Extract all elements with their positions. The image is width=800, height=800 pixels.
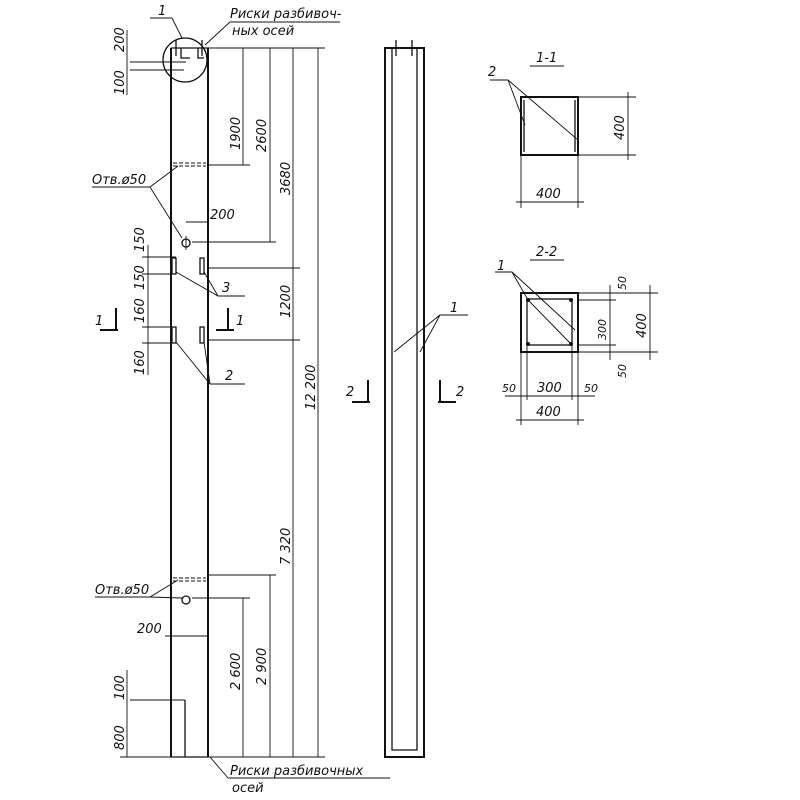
dim-hole-offset-top: 200 [210,208,235,223]
annotations: 1 Риски разбивоч- ных осей Отв.ø50 3 2 О… [92,4,390,796]
hole-bottom [181,595,191,605]
callout-3: 3 [222,281,230,296]
callout-1-top: 1 [158,4,166,19]
section-mark-2-right: 2 [456,385,464,400]
left-dimensions: 200 100 150 150 160 160 100 800 200 200 [113,27,260,758]
dim-160-a: 160 [133,298,148,323]
section-1-1-title: 1-1 [536,51,557,66]
marks-label-top: Риски разбивоч- [230,7,342,22]
dim-hole-offset-bottom: 200 [137,622,162,637]
dim-800: 800 [113,725,128,750]
section-mark-1-right: 1 [236,314,244,329]
dim-right-50-bottom: 50 [616,364,629,378]
callout-2-section: 2 [488,65,496,80]
marks-label-top-2: ных осей [232,24,294,39]
dim-2600: 2600 [255,119,270,152]
dim-3680: 3680 [279,162,294,195]
callout-1-section: 1 [497,259,505,274]
section-2-2-title: 2-2 [536,245,557,260]
section-mark-2-left: 2 [346,385,354,400]
marks-label-bottom: Риски разбивочных [230,764,364,779]
dim-bottom-400: 400 [536,405,561,420]
dim-150-b: 150 [133,265,148,290]
dim-1200: 1200 [279,285,294,318]
dim-2600-bottom: 2 600 [229,653,244,690]
section-2-2: 2-2 1 50 300 400 50 50 300 50 400 [495,245,658,425]
callout-2: 2 [225,369,233,384]
callout-1-side: 1 [450,301,458,316]
dim-100: 100 [113,70,128,95]
section-1-1: 1-1 2 400 400 [488,51,636,208]
dim-bottom-50-right: 50 [584,382,598,395]
dim-200: 200 [113,27,128,52]
dim-160-b: 160 [133,350,148,375]
detail-circle [162,37,208,83]
dim-right-300: 300 [596,319,609,340]
dim-1900: 1900 [229,117,244,150]
dim-right-50-top: 50 [616,276,629,290]
column-side-view: 2 2 1 [346,40,468,758]
dim-7320: 7 320 [279,528,294,565]
dim-right-400: 400 [635,313,650,338]
section-1-1-width: 400 [536,187,561,202]
dim-bottom-50-left: 50 [502,382,516,395]
section-1-1-height: 400 [613,115,628,140]
dim-bottom-300: 300 [537,381,562,396]
marks-label-bottom-2: осей [232,781,264,796]
dim-2900: 2 900 [255,648,270,685]
dim-100-bottom: 100 [113,675,128,700]
hole-label-bottom: Отв.ø50 [95,583,149,598]
dim-150-a: 150 [133,227,148,252]
dim-12200: 12 200 [304,365,319,411]
hole-label-top: Отв.ø50 [92,173,146,188]
section-mark-1-left: 1 [95,314,103,329]
right-dimensions: 1900 2600 3680 1200 12 200 7 320 2 600 2… [192,47,325,758]
column-front-view [130,37,209,758]
